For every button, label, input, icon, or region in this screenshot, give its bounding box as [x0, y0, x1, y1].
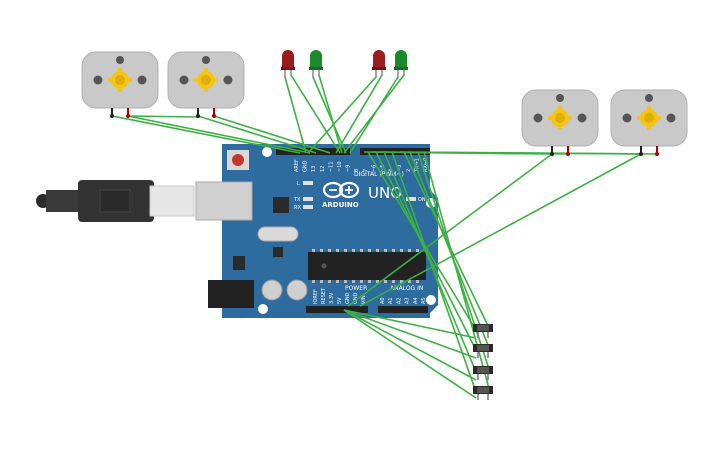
dc-motor-3[interactable] — [521, 89, 599, 157]
digital-pin-label-7: 8 — [354, 169, 360, 172]
atmega-chip — [308, 252, 426, 280]
digital-pin-label-1: GND — [303, 160, 309, 172]
analog-pin-label-3: A3 — [405, 297, 411, 304]
power-pin-label-0: IOREF — [313, 289, 319, 304]
digital-header-label: DIGITAL (PWM~) — [354, 171, 404, 178]
led-green-2[interactable] — [393, 49, 409, 79]
led-rx-label: RX — [294, 205, 301, 211]
brand-label: ARDUINO — [322, 201, 359, 209]
led-green-1[interactable] — [308, 49, 324, 79]
power-pin-label-3: 5V — [337, 297, 343, 304]
arduino-board: L TX RX ON ARDUINO UNO DIGITAL (PWM~) PO… — [195, 144, 438, 318]
digital-pin-label-3: 12 — [320, 166, 326, 172]
power-pin-label-1: RESET — [321, 287, 327, 304]
arduino-logo — [322, 181, 360, 199]
digital-pin-label-2: 13 — [311, 166, 317, 172]
power-pin-label-4: GND — [345, 292, 351, 304]
digital-pin-label-4: ~11 — [328, 161, 334, 172]
digital-pin-label-13: 2 — [406, 169, 412, 172]
analog-header-label: ANALOG IN — [390, 285, 423, 292]
model-label: UNO — [368, 184, 402, 202]
digital-pin-label-0: AREF — [294, 159, 300, 172]
digital-pin-label-6: ~9 — [346, 165, 352, 172]
pushbutton-1[interactable] — [472, 323, 494, 339]
analog-pin-label-1: A1 — [388, 297, 394, 304]
power-pin-label-5: GND — [353, 292, 359, 304]
digital-pin-label-14: TX→1 — [414, 158, 420, 173]
led-tx-label: TX — [293, 197, 301, 203]
digital-pin-label-5: ~10 — [337, 161, 343, 172]
on-label: ON — [418, 197, 426, 203]
power-jack — [208, 280, 254, 308]
led-l-label: L — [297, 181, 300, 187]
digital-pin-label-9: ~6 — [371, 165, 377, 172]
digital-pin-label-12: ~3 — [397, 165, 403, 172]
power-header-pins — [306, 306, 368, 313]
power-pin-label-2: 3.3V — [329, 292, 335, 304]
analog-pin-label-0: A0 — [380, 297, 386, 304]
analog-pin-label-4: A4 — [413, 297, 419, 304]
pushbutton-3[interactable] — [472, 365, 494, 381]
led-red-1[interactable] — [280, 49, 296, 79]
analog-pin-label-2: A2 — [396, 297, 402, 304]
digital-pin-label-8: 7 — [363, 169, 369, 172]
dc-motor-1[interactable] — [81, 51, 159, 119]
digital-pin-label-15: RX←0 — [423, 158, 429, 172]
dc-motor-2[interactable] — [167, 51, 245, 119]
digital-pin-label-10: ~5 — [380, 165, 386, 172]
power-pin-label-6: VIN — [361, 295, 367, 304]
analog-header-pins — [378, 306, 428, 313]
dc-motor-4[interactable] — [610, 89, 688, 157]
analog-pin-label-5: A5 — [421, 297, 427, 304]
led-red-2[interactable] — [371, 49, 387, 79]
power-header-label: POWER — [345, 285, 367, 292]
pushbutton-2[interactable] — [472, 343, 494, 359]
